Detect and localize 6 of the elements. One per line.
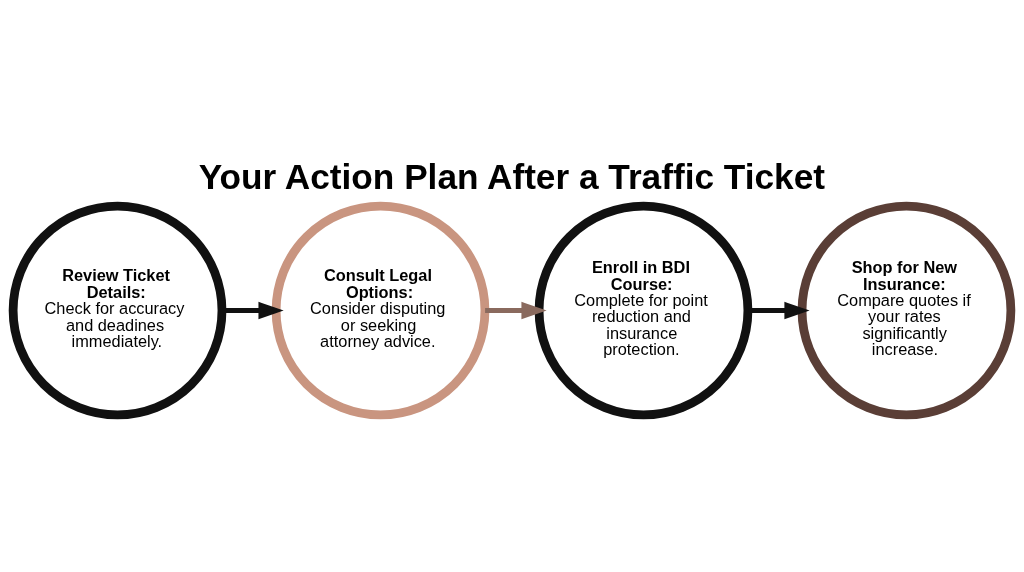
node-circle: Shop for New Insurance: Compare quotes if your rates significantly increase. bbox=[797, 201, 1016, 420]
arrow bbox=[485, 301, 547, 320]
node-circle: Enroll in BDI Course: Complete for point reduction and insurance protection. bbox=[534, 201, 753, 420]
node-circle: Review Ticket Details: Check for accuracy and deadines immediately. bbox=[8, 201, 227, 420]
diagram-title: Your Action Plan After a Traffic Ticket bbox=[198, 156, 825, 196]
node-circle: Consult Legal Options: Consider disputing or seeking attorney advice. bbox=[271, 201, 490, 420]
